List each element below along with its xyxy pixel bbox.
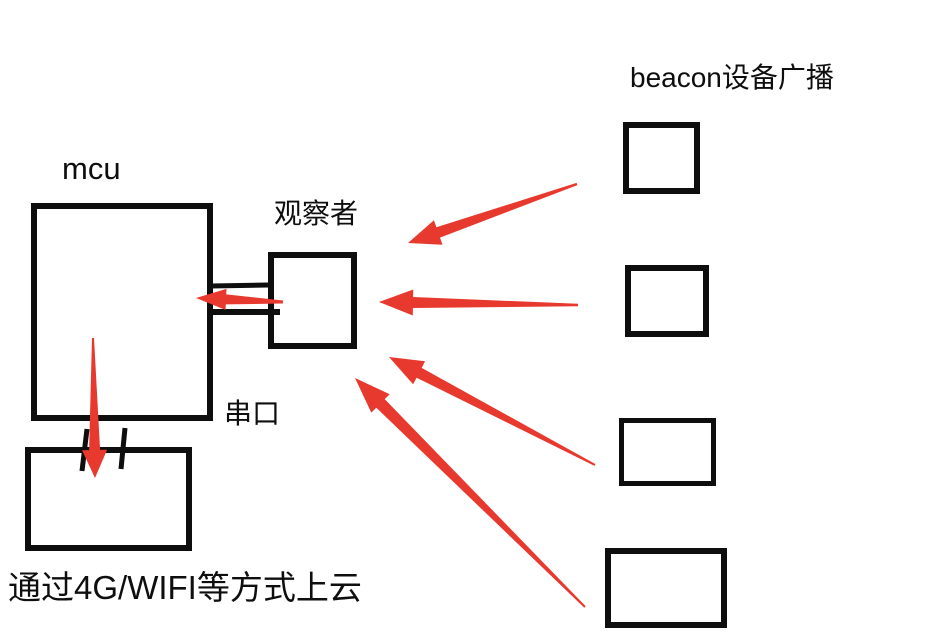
beacon-broadcast-label: beacon设备广播 (630, 62, 834, 93)
arrow-beacon3-to-observer (389, 357, 596, 466)
arrow-beacon4-to-observer (355, 378, 586, 608)
arrow-beacon2-to-observer (379, 289, 578, 316)
cloud-caption-label: 通过4G/WIFI等方式上云 (8, 569, 362, 606)
arrow-observer-to-mcu (196, 288, 284, 310)
observer-label: 观察者 (274, 198, 359, 229)
mcu-box (31, 203, 213, 421)
arrow-beacon1-to-observer (408, 182, 578, 245)
cloud-link-tick-left (79, 428, 90, 472)
beacon-box-1 (623, 122, 700, 194)
arrow-mcu-to-cloud (82, 338, 108, 478)
serial-port-label: 串口 (224, 398, 281, 429)
cloud-gateway-box (25, 447, 192, 551)
observer-box (268, 252, 357, 349)
mcu-label: mcu (62, 151, 121, 186)
beacon-box-3 (619, 418, 716, 486)
serial-link-line-top (210, 282, 269, 289)
cloud-link-tick-right (118, 427, 128, 470)
beacon-box-4 (605, 548, 727, 628)
beacon-box-2 (625, 265, 709, 337)
